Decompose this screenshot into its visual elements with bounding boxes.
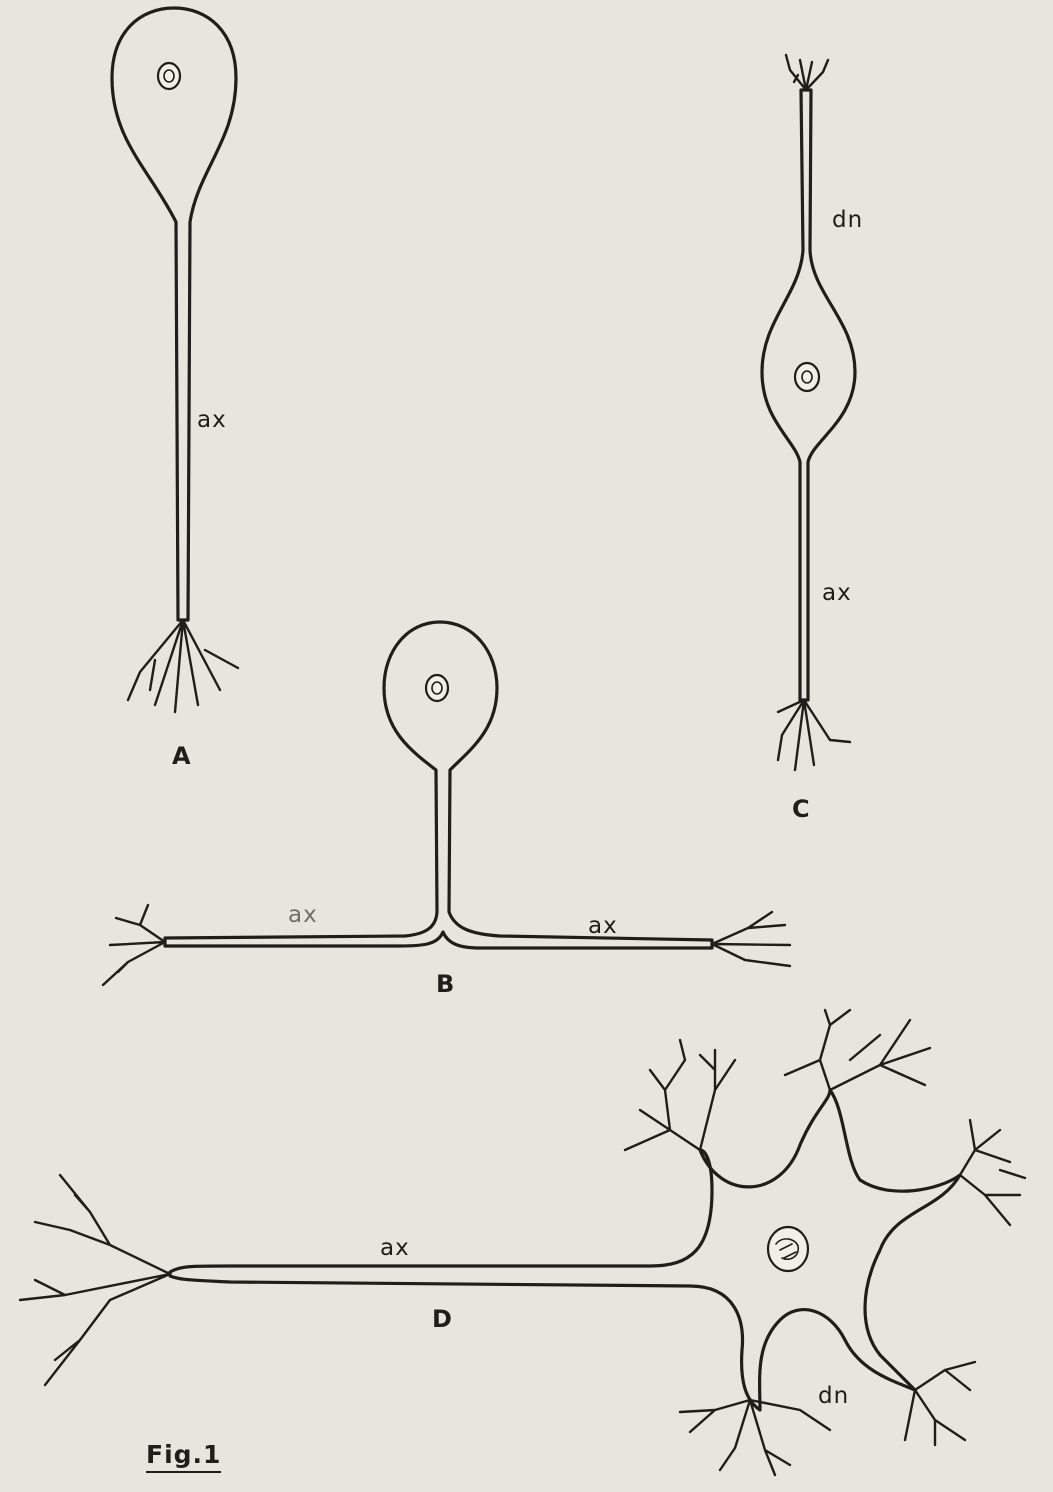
neuron-b-drawing <box>103 622 790 985</box>
neuron-c-axon-label: ax <box>822 580 852 606</box>
neuron-d-drawing <box>20 1010 1025 1475</box>
neuron-b-soma <box>165 622 712 948</box>
neuron-d-axon-terminal <box>20 1175 170 1385</box>
neuron-d-dendrite-bottom <box>680 1400 830 1475</box>
neuron-c-dendrite-label: dn <box>832 207 863 233</box>
neuron-a-soma <box>112 8 236 620</box>
neuron-d-dendrite-upper-left <box>625 1040 735 1150</box>
neuron-c-dendrite-terminal <box>786 55 828 90</box>
neuron-d-nucleus <box>768 1227 808 1271</box>
neuron-a-label: A <box>172 742 192 770</box>
neuron-d-soma <box>170 1090 960 1410</box>
neuron-a-drawing <box>112 8 238 712</box>
neuron-c-soma <box>762 90 855 700</box>
neuron-a-axon-label: ax <box>197 407 227 433</box>
neuron-d-dendrite-label: dn <box>818 1383 849 1409</box>
neuron-b-label: B <box>436 970 455 998</box>
neuron-b-left-terminal <box>103 905 165 985</box>
neuron-c-drawing <box>762 55 855 770</box>
neuron-d-dendrite-right <box>960 1120 1025 1225</box>
neuron-d-dendrite-lower-right <box>905 1362 975 1445</box>
neuron-b-left-axon-label: ax <box>288 902 318 928</box>
neuron-c-axon-terminal <box>778 700 850 770</box>
neuron-b-right-axon-label: ax <box>588 913 618 939</box>
neuron-c-label: C <box>792 795 811 823</box>
neuron-a-axon-terminal <box>128 620 238 712</box>
figure-caption: Fig.1 <box>146 1440 221 1473</box>
neuron-d-axon-label: ax <box>380 1235 410 1261</box>
neuron-c-nucleus <box>795 363 819 391</box>
neuron-a-nucleus <box>158 63 180 89</box>
neuron-b-nucleus <box>426 675 448 701</box>
neuron-d-dendrite-upper-right <box>785 1010 930 1090</box>
neuron-b-right-terminal <box>712 912 790 966</box>
neuron-d-label: D <box>432 1305 453 1333</box>
